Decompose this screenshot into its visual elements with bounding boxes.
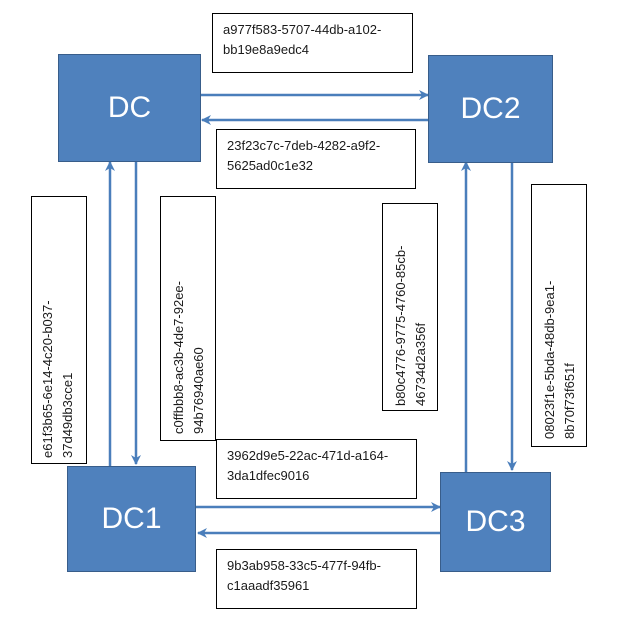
node-dc1-label: DC1	[101, 502, 162, 535]
label-dc2-to-dc-line1: 23f23c7c-7deb-4282-a9f2-	[227, 138, 381, 153]
node-dc2: DC2	[428, 55, 553, 163]
label-dc3-to-dc2-line2: 46734d2a356f	[413, 322, 428, 406]
label-dc2-to-dc3: 08023f1e-5bda-48db-9ea1- 8b70f73f651f	[531, 184, 587, 447]
node-dc-label: DC	[107, 91, 152, 124]
label-dc3-to-dc1-line2: c1aaadf35961	[227, 578, 310, 593]
node-dc: DC	[58, 54, 201, 162]
node-dc3: DC3	[440, 472, 551, 572]
label-dc-to-dc2-line2: bb19e8a9edc4	[223, 42, 310, 57]
label-dc3-to-dc2-line1: b80c4776-9775-4760-85cb-	[393, 245, 408, 406]
label-dc1-to-dc3-line2: 3da1dfec9016	[227, 468, 310, 483]
label-dc3-to-dc2: b80c4776-9775-4760-85cb- 46734d2a356f	[382, 203, 438, 411]
label-dc1-to-dc3: 3962d9e5-22ac-471d-a164- 3da1dfec9016	[216, 439, 417, 499]
label-dc2-to-dc3-line1: 08023f1e-5bda-48db-9ea1-	[542, 280, 557, 439]
label-dc3-to-dc1-line1: 9b3ab958-33c5-477f-94fb-	[227, 558, 381, 573]
label-dc1-to-dc: e61f3b65-6e14-4c20-b037- 37d49db3cce1	[31, 196, 87, 464]
label-dc1-to-dc-line1: e61f3b65-6e14-4c20-b037-	[40, 300, 55, 458]
label-dc3-to-dc1: 9b3ab958-33c5-477f-94fb- c1aaadf35961	[216, 549, 417, 609]
label-dc-to-dc1-line2: 94b76940ae60	[191, 347, 206, 434]
label-dc1-to-dc-line2: 37d49db3cce1	[60, 372, 75, 458]
label-dc2-to-dc3-line2: 8b70f73f651f	[562, 363, 577, 439]
label-dc1-to-dc3-line1: 3962d9e5-22ac-471d-a164-	[227, 448, 389, 463]
label-dc-to-dc1: c0ffbbb8-ac3b-4de7-92ee- 94b76940ae60	[160, 196, 216, 441]
node-dc3-label: DC3	[465, 505, 526, 538]
label-dc-to-dc2-line1: a977f583-5707-44db-a102-	[223, 22, 382, 37]
node-dc1: DC1	[67, 466, 196, 572]
label-dc-to-dc2: a977f583-5707-44db-a102- bb19e8a9edc4	[212, 13, 413, 73]
label-dc2-to-dc: 23f23c7c-7deb-4282-a9f2- 5625ad0c1e32	[216, 129, 416, 189]
node-dc2-label: DC2	[460, 92, 521, 125]
label-dc2-to-dc-line2: 5625ad0c1e32	[227, 158, 314, 173]
label-dc-to-dc1-line1: c0ffbbb8-ac3b-4de7-92ee-	[171, 281, 186, 434]
